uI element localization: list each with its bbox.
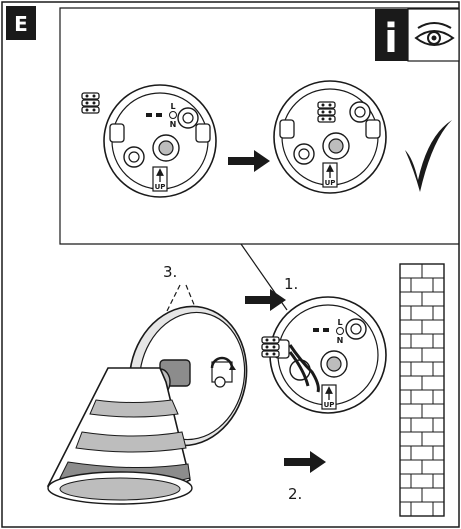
info-letter: i — [384, 16, 398, 62]
plate1-label-live: L — [170, 102, 175, 111]
step-2-arrow-icon — [284, 451, 326, 473]
step-2-label: 2. — [288, 485, 302, 503]
plate1-label-up: UP — [155, 183, 166, 191]
lamp-shade — [46, 367, 193, 505]
plate1-label-neutral: N — [170, 120, 177, 129]
terminal-block-mounted-icon — [317, 101, 336, 123]
brick-wall-icon — [399, 263, 445, 517]
checkmark-icon — [405, 120, 452, 192]
plate3-label-live: L — [337, 318, 342, 327]
step-3-label: 3. — [163, 263, 177, 281]
section-badge — [6, 6, 36, 40]
mounting-plate-after — [273, 80, 387, 194]
step-1-label: 1. — [284, 275, 298, 293]
info-icon — [375, 9, 408, 61]
section-letter: E — [14, 12, 28, 36]
plate3-ground-symbol-icon — [336, 327, 344, 335]
mounting-plate-connected — [269, 296, 387, 414]
terminal-block-icon — [81, 92, 100, 114]
terminal-block-wired-icon — [261, 336, 280, 358]
ground-symbol-icon — [169, 111, 177, 119]
callout-frame — [59, 7, 459, 245]
eye-icon — [414, 22, 455, 46]
mounting-plate-before — [103, 84, 217, 198]
step-1-arrow-icon — [245, 289, 286, 311]
plate3-label-up: UP — [324, 401, 335, 409]
plate3-label-neutral: N — [337, 336, 344, 345]
plate2-label-up: UP — [325, 179, 336, 187]
arrow-right-icon — [228, 150, 270, 172]
eye-icon-box — [407, 8, 460, 62]
